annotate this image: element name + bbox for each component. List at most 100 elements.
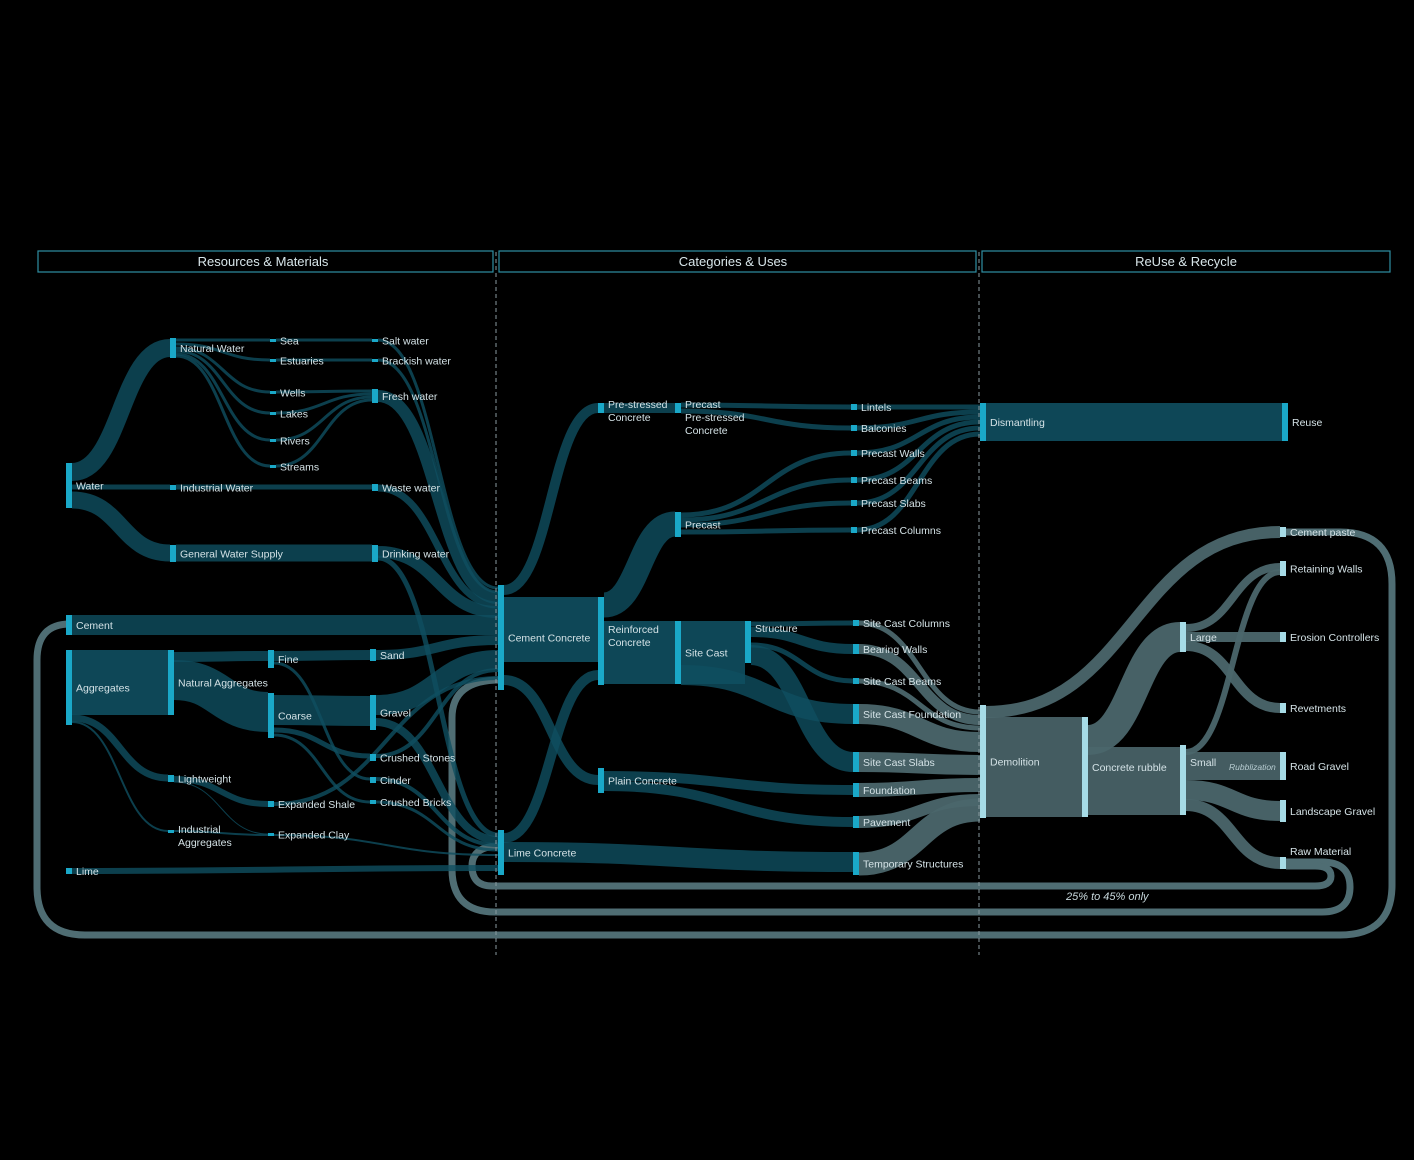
- node-precast-beams[interactable]: [851, 477, 857, 483]
- label-precast-walls: Precast Walls: [861, 448, 925, 460]
- node-structure[interactable]: [745, 621, 751, 663]
- flow-plain-to-foundation: [603, 771, 854, 795]
- node-balconies[interactable]: [851, 425, 857, 431]
- node-landscape-gravel[interactable]: [1280, 800, 1286, 822]
- label-wells: Wells: [280, 388, 305, 400]
- node-fresh-water[interactable]: [372, 389, 378, 403]
- node-wells[interactable]: [270, 391, 276, 394]
- label-landscape-gravel: Landscape Gravel: [1290, 806, 1375, 818]
- node-cement-paste[interactable]: [1280, 527, 1286, 537]
- node-cinder[interactable]: [370, 777, 376, 783]
- node-natural-water[interactable]: [170, 338, 176, 358]
- node-industrial-water[interactable]: [170, 485, 176, 490]
- node-sea[interactable]: [270, 339, 276, 342]
- flow-small-to-raw_material: [1185, 799, 1281, 869]
- node-fine[interactable]: [268, 650, 274, 668]
- node-foundation[interactable]: [853, 783, 859, 797]
- node-rivers[interactable]: [270, 439, 276, 442]
- node-sc-slabs[interactable]: [853, 752, 859, 772]
- node-estuaries[interactable]: [270, 359, 276, 362]
- label-fresh-water: Fresh water: [382, 391, 438, 403]
- flow-precast_prestressed-to-balconies: [680, 408, 852, 431]
- node-bearing-walls[interactable]: [853, 644, 859, 654]
- node-salt-water[interactable]: [372, 339, 378, 342]
- label-expanded-clay: Expanded Clay: [278, 830, 350, 842]
- label-drinking-water: Drinking water: [382, 549, 450, 561]
- flow-block: [72, 650, 168, 715]
- node-general-water[interactable]: [170, 545, 176, 562]
- node-lime-concrete[interactable]: [498, 830, 504, 875]
- node-streams[interactable]: [270, 465, 276, 468]
- node-sc-columns[interactable]: [853, 620, 859, 626]
- flow-cement_concrete-to-plain: [503, 675, 599, 785]
- node-lightweight[interactable]: [168, 775, 174, 782]
- node-raw-material[interactable]: [1280, 857, 1286, 869]
- node-concrete-rubble[interactable]: [1082, 717, 1088, 817]
- node-waste-water[interactable]: [372, 484, 378, 491]
- node-precast[interactable]: [675, 512, 681, 537]
- node-crushed-bricks[interactable]: [370, 800, 376, 804]
- node-pavement[interactable]: [853, 816, 859, 828]
- label-salt-water: Salt water: [382, 336, 429, 348]
- node-demolition[interactable]: [980, 705, 986, 818]
- flow-aggregates-to-lightweight: [71, 714, 169, 782]
- node-precast-slabs[interactable]: [851, 500, 857, 506]
- node-expanded-clay[interactable]: [268, 833, 274, 836]
- node-industrial-aggregates[interactable]: [168, 830, 174, 833]
- node-lakes[interactable]: [270, 412, 276, 415]
- node-precast-columns[interactable]: [851, 527, 857, 533]
- node-retaining-walls[interactable]: [1280, 561, 1286, 576]
- node-erosion[interactable]: [1280, 632, 1286, 642]
- node-sc-beams[interactable]: [853, 678, 859, 684]
- node-drinking-water[interactable]: [372, 545, 378, 562]
- flow-natural_water-to-wells: [175, 346, 271, 394]
- label-gravel: Gravel: [380, 708, 411, 720]
- flow-precast-to-precast_columns: [680, 527, 852, 535]
- flow-precast-to-precast_walls: [680, 450, 852, 518]
- node-temporary[interactable]: [853, 852, 859, 875]
- node-water[interactable]: [66, 463, 72, 508]
- node-revetments[interactable]: [1280, 703, 1286, 713]
- node-brackish-water[interactable]: [372, 359, 378, 362]
- flow-precast-to-precast_slabs: [680, 500, 852, 528]
- node-crushed-stones[interactable]: [370, 754, 376, 761]
- flow-precast_prestressed-to-lintels: [680, 402, 852, 410]
- label-cement: Cement: [76, 620, 113, 632]
- label-lime: Lime: [76, 866, 99, 878]
- node-cement[interactable]: [66, 615, 72, 635]
- node-small[interactable]: [1180, 745, 1186, 815]
- label-pavement: Pavement: [863, 817, 910, 829]
- flow-fresh_water-to-cement_concrete: [377, 390, 499, 604]
- flow-cement_concrete-to-prestressed: [502, 403, 600, 595]
- node-coarse[interactable]: [268, 693, 274, 738]
- node-dismantling[interactable]: [980, 403, 986, 441]
- node-expanded-shale[interactable]: [268, 801, 274, 807]
- label-bearing-walls: Bearing Walls: [863, 644, 927, 656]
- node-aggregates[interactable]: [66, 650, 72, 725]
- node-reinforced[interactable]: [598, 597, 604, 685]
- node-precast-walls[interactable]: [851, 450, 857, 456]
- node-plain[interactable]: [598, 768, 604, 793]
- flow-gravel-to-cement_concrete: [375, 650, 499, 715]
- node-precast-prestressed[interactable]: [675, 403, 681, 413]
- node-sc-foundation[interactable]: [853, 704, 859, 724]
- flow-sand-to-cement_concrete: [375, 635, 499, 660]
- label-estuaries: Estuaries: [280, 356, 324, 368]
- node-gravel[interactable]: [370, 695, 376, 730]
- flow-structure-to-sc_beams: [750, 642, 854, 684]
- node-reuse[interactable]: [1282, 403, 1288, 441]
- label-foundation: Foundation: [863, 785, 916, 797]
- node-road-gravel[interactable]: [1280, 752, 1286, 780]
- flow-industrial_aggregates-to-expanded_clay: [173, 830, 269, 836]
- node-prestressed[interactable]: [598, 403, 604, 413]
- node-lime[interactable]: [66, 868, 72, 874]
- node-large[interactable]: [1180, 622, 1186, 652]
- label-raw-material: Raw Material: [1290, 846, 1351, 858]
- node-sand[interactable]: [370, 649, 376, 661]
- label-cinder: Cinder: [380, 775, 411, 787]
- node-natural-aggregates[interactable]: [168, 650, 174, 715]
- node-site-cast[interactable]: [675, 621, 681, 684]
- node-lintels[interactable]: [851, 404, 857, 410]
- flow-water-to-general_water: [71, 491, 171, 562]
- node-cement-concrete[interactable]: [498, 585, 504, 690]
